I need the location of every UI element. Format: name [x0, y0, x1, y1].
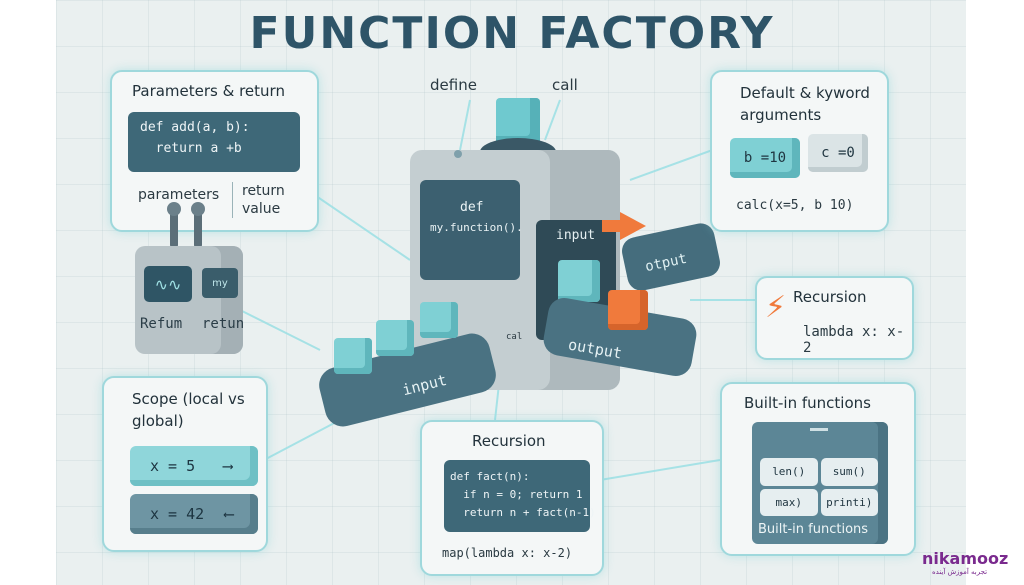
recursion-card: Recursion def fact(n): if n = 0; return … — [420, 420, 604, 576]
robot-knob — [191, 202, 205, 216]
lightning-icon: ⚡ — [765, 290, 787, 325]
code-line: return n + fact(n-1) — [450, 506, 596, 519]
robot-label-left: Refum — [140, 316, 183, 332]
top-cube — [496, 98, 540, 144]
map-text: map(lambda x: x-2) — [442, 546, 573, 560]
divider — [232, 182, 233, 218]
arrow-left-icon: ⟵ — [224, 505, 234, 523]
orange-cube — [608, 290, 648, 330]
builtin-sum: sum() — [820, 458, 878, 486]
recursion-right-title: Recursion — [793, 288, 867, 306]
cabinet-handle — [810, 428, 828, 431]
link-robot — [239, 309, 321, 351]
builtins-caption: Built-in functions — [758, 522, 869, 537]
defaults-card-title: Default & kyword arguments — [740, 82, 870, 126]
defaults-title-line: arguments — [740, 106, 822, 124]
robot-knob — [167, 202, 181, 216]
recursion-right-card: ⚡ Recursion lambda x: x-2 — [755, 276, 914, 360]
builtin-len: len() — [760, 458, 818, 486]
robot-antenna-left — [170, 208, 178, 248]
params-card-title: Parameters & return — [132, 82, 285, 100]
scope-card-title: Scope (local vs global) — [132, 388, 245, 432]
value-word: value — [242, 201, 281, 217]
recursion-card-title: Recursion — [472, 432, 546, 450]
screen-line: def — [460, 200, 484, 215]
code-line: def fact(n): — [450, 470, 530, 483]
global-value: x = 42 — [150, 505, 205, 523]
code-line: return a +b — [140, 141, 242, 156]
cube-in-machine — [558, 260, 600, 302]
scope-global-bar: x = 42 ⟵ — [130, 494, 258, 534]
input-window-label: input — [556, 228, 596, 243]
robot-screen: ∿∿ — [144, 266, 192, 302]
brand-tagline: تجربه آموزش آینده — [932, 568, 988, 576]
default-chip-b: b =10 — [730, 138, 800, 178]
builtins-card-title: Built-in functions — [744, 394, 871, 412]
lambda-text: lambda x: x-2 — [803, 324, 905, 356]
link-define — [459, 99, 471, 151]
orange-arrow-stem — [602, 220, 622, 232]
dial — [454, 150, 462, 158]
scope-title-line: global) — [132, 412, 184, 430]
return-word: return — [242, 183, 285, 199]
scope-title-line: Scope (local vs — [132, 390, 245, 408]
robot-screen-right: my — [202, 268, 238, 298]
input-cube-1 — [334, 338, 372, 374]
params-card: Parameters & return def add(a, b): retur… — [110, 70, 319, 232]
return-value-label: return value — [242, 182, 285, 218]
small-call-label: cal — [506, 332, 523, 342]
builtins-cabinet: len() sum() max) printi) Built-in functi… — [752, 422, 888, 544]
defaults-title-line: Default & kyword — [740, 84, 870, 102]
parameters-label: parameters — [138, 187, 220, 203]
robot-antenna-right — [194, 208, 202, 248]
default-chip-c: c =0 — [808, 134, 868, 172]
builtin-max: max) — [760, 488, 818, 516]
recursion-code-block: def fact(n): if n = 0; return 1 return n… — [444, 460, 596, 532]
screen-line: my.function(). — [430, 221, 523, 234]
arrow-right-icon: ⟶ — [223, 457, 233, 475]
defaults-card: Default & kyword arguments b =10 c =0 ca… — [710, 70, 889, 232]
define-label: define — [430, 76, 477, 94]
code-line: if n = 0; return 1 — [450, 488, 583, 501]
brand-logo: nikamooz — [922, 549, 1009, 568]
params-code-block: def add(a, b): return a +b — [128, 112, 300, 172]
robot: ∿∿ my Refum retun — [130, 202, 250, 358]
scope-local-bar: x = 5 ⟶ — [130, 446, 258, 486]
builtin-print: printi) — [820, 488, 878, 516]
code-line: def add(a, b): — [140, 120, 250, 135]
call-label: call — [552, 76, 578, 94]
link-scope — [263, 419, 341, 461]
page-title: FUNCTION FACTORY — [249, 8, 775, 59]
machine-screen: def my.function(). — [420, 180, 523, 280]
robot-label-right: retun — [202, 316, 245, 332]
builtins-grid: len() sum() max) printi) — [760, 458, 878, 516]
input-cube-3 — [420, 302, 458, 338]
calc-call-text: calc(x=5, b 10) — [736, 198, 854, 213]
local-value: x = 5 — [150, 457, 196, 475]
builtins-card: Built-in functions len() sum() max) prin… — [720, 382, 916, 556]
scope-card: Scope (local vs global) x = 5 ⟶ x = 42 ⟵ — [102, 376, 268, 552]
input-cube-2 — [376, 320, 414, 356]
link-builtins — [599, 459, 721, 481]
link-call — [544, 99, 561, 141]
